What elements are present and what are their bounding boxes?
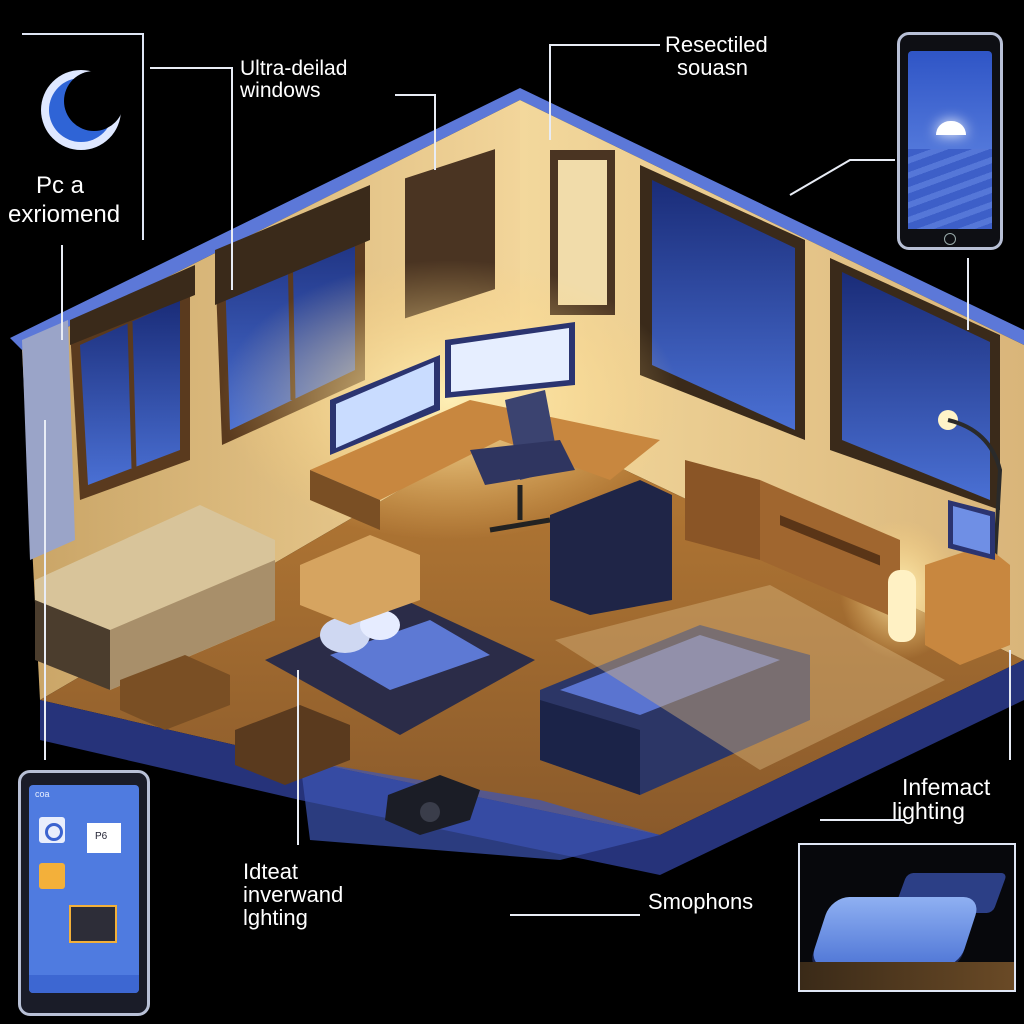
callout-lighting-bottom-line-2: inverwand: [243, 882, 344, 908]
tablet-home-button: [944, 233, 956, 245]
bookshelf: [685, 460, 900, 620]
callout-environment-line-2: exriomend: [8, 200, 121, 228]
side-table: [120, 655, 230, 730]
floor-lamp: [888, 570, 916, 642]
callout-windows: Ultra-deilad windows: [240, 57, 348, 103]
left-window-1: [70, 265, 195, 500]
callout-lighting-right-line-2: lighting: [892, 798, 965, 825]
phone-header-text: coa: [35, 789, 50, 799]
callout-lighting-right: Infemact lighting: [892, 774, 991, 823]
callout-resected: Resectiled souasn: [665, 33, 768, 79]
callout-environment-line-1: Pc a: [36, 172, 85, 199]
tablet-device: [897, 32, 1003, 250]
right-sofa: [540, 625, 810, 795]
device-panel: [798, 843, 1016, 992]
smartphone-device: coa P6: [18, 770, 150, 1016]
device-floor: [800, 962, 1014, 990]
phone-tile-text: P6: [95, 831, 108, 842]
phone-app-icon-2[interactable]: [39, 863, 65, 889]
tablet-hills: [908, 149, 992, 229]
floor-cushion-bed: [330, 620, 490, 690]
right-window-1: [640, 165, 805, 440]
phone-app-icon-1[interactable]: [39, 817, 65, 843]
coffee-table: [300, 535, 420, 625]
right-window-2: [830, 258, 1000, 510]
speaker-box: [550, 480, 672, 615]
floor-front-panel: [300, 760, 660, 860]
callout-windows-line-2: windows: [240, 79, 321, 103]
camera-object: [385, 775, 480, 835]
side-desk: [925, 545, 1010, 665]
moon-panel: [22, 33, 144, 240]
l-shaped-desk: [310, 400, 660, 500]
phone-tile[interactable]: P6: [87, 823, 121, 853]
tablet-screen: [908, 51, 992, 229]
callout-resected-line-2: souasn: [677, 55, 748, 81]
callout-resected-line-1: Resectiled: [665, 32, 768, 57]
device-pad: [808, 897, 982, 967]
callout-smartphones: Smophons: [648, 889, 754, 914]
phone-bottom-bar: [29, 975, 139, 993]
tablet-sun-icon: [936, 121, 966, 135]
curtain: [22, 320, 75, 560]
phone-image-thumbnail[interactable]: [69, 905, 117, 943]
callout-lighting-bottom-line-1: Idteat: [243, 859, 299, 884]
callout-environment: Pc a exriomend: [8, 172, 120, 230]
office-chair: [470, 390, 575, 533]
low-table: [235, 705, 350, 785]
callout-lighting-right-line-1: Infemact: [902, 774, 991, 800]
moon-icon: [41, 70, 124, 150]
callout-lighting-bottom-line-3: lghting: [243, 905, 308, 931]
callout-line-windows-2: [395, 94, 436, 170]
phone-screen: coa P6: [29, 785, 139, 993]
callout-line-tablet: [789, 159, 895, 196]
callout-line-windows: [150, 67, 233, 290]
right-rug: [555, 585, 945, 770]
left-sofa: [35, 505, 275, 690]
callout-windows-line-1: Ultra-deilad: [240, 57, 348, 80]
callout-lighting-bottom: Idteat inverwand lghting: [243, 860, 343, 929]
callout-line-resected: [549, 44, 660, 140]
